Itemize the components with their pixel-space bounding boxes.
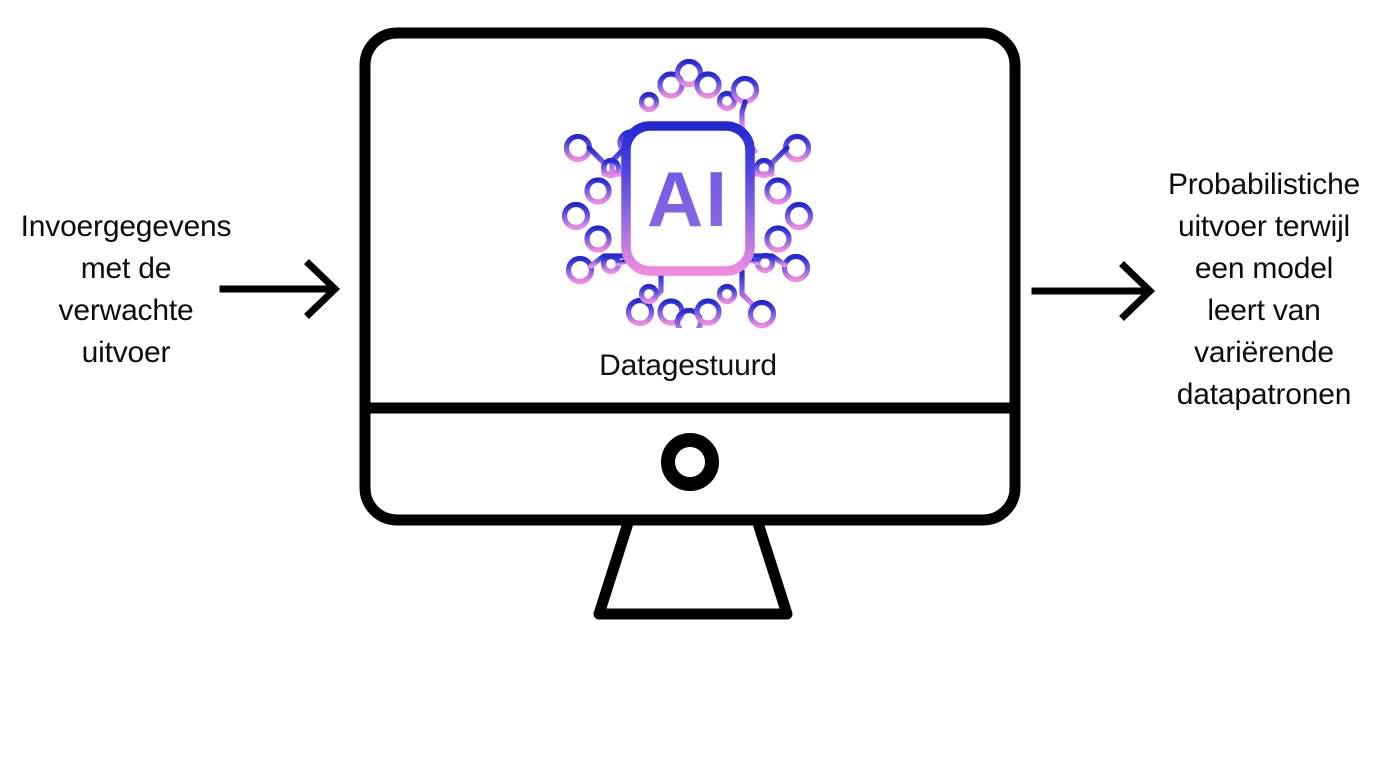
chip-ai-label: AI [647,155,729,243]
monitor-illustration [359,27,1021,620]
arrow-right-icon-input [219,259,341,319]
screen-label: Datagestuurd [599,349,777,382]
ai-chip-icon: AI [561,58,814,328]
input-data-caption: Invoergegevens met de verwachte uitvoer [20,210,232,369]
power-button-icon [661,433,719,491]
arrow-right-icon-output [1031,261,1156,321]
monitor-stand [593,514,793,620]
output-data-caption: Probabilistiche uitvoer terwijl een mode… [1167,168,1361,411]
monitor-body [359,27,1021,526]
